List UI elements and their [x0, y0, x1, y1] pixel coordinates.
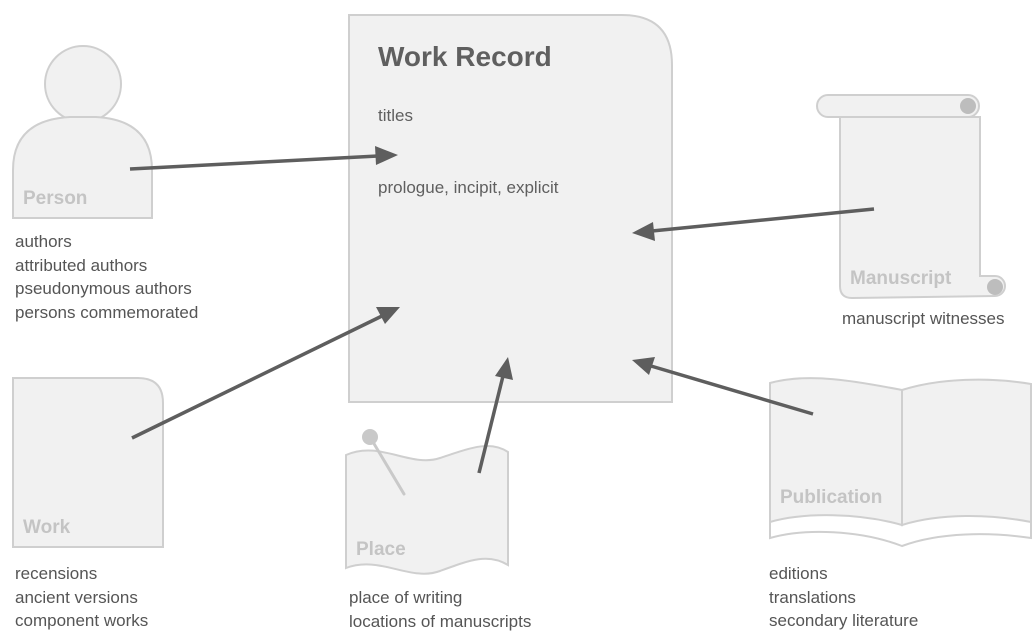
record-field-text-parts: prologue, incipit, explicit: [378, 178, 559, 197]
caption-line: translations: [769, 586, 918, 610]
scroll-icon: Manuscript: [817, 95, 1005, 298]
scroll-top-curl: [960, 98, 976, 114]
book-right-page: [902, 380, 1031, 525]
caption-line: manuscript witnesses: [842, 307, 1005, 331]
caption-line: persons commemorated: [15, 301, 198, 325]
place-caption: place of writing locations of manuscript…: [349, 586, 531, 633]
scroll-bottom-curl: [987, 279, 1003, 295]
person-caption: authors attributed authors pseudonymous …: [15, 230, 198, 324]
person-icon: Person: [13, 46, 152, 218]
caption-line: pseudonymous authors: [15, 277, 198, 301]
caption-line: attributed authors: [15, 254, 198, 278]
place-label: Place: [356, 539, 406, 560]
caption-line: authors: [15, 230, 198, 254]
work-caption: recensions ancient versions component wo…: [15, 562, 148, 633]
work-record-card: Work Record titles prologue, incipit, ex…: [349, 15, 672, 402]
pin-head: [362, 429, 378, 445]
document-icon: Work: [13, 378, 163, 547]
work-record-shape: [349, 15, 672, 402]
record-field-titles: titles: [378, 106, 413, 125]
caption-line: place of writing: [349, 586, 531, 610]
caption-line: ancient versions: [15, 586, 148, 610]
caption-line: component works: [15, 609, 148, 633]
publication-label: Publication: [780, 487, 882, 508]
person-label: Person: [23, 188, 87, 209]
caption-line: recensions: [15, 562, 148, 586]
open-book-icon: Publication: [770, 378, 1031, 546]
caption-line: secondary literature: [769, 609, 918, 633]
manuscript-caption: manuscript witnesses: [842, 307, 1005, 331]
publication-caption: editions translations secondary literatu…: [769, 562, 918, 633]
work-label: Work: [23, 517, 71, 538]
manuscript-label: Manuscript: [850, 268, 952, 289]
work-record-title: Work Record: [378, 41, 552, 72]
caption-line: editions: [769, 562, 918, 586]
scroll-top-roll: [817, 95, 979, 117]
person-head: [45, 46, 121, 122]
caption-line: locations of manuscripts: [349, 610, 531, 633]
